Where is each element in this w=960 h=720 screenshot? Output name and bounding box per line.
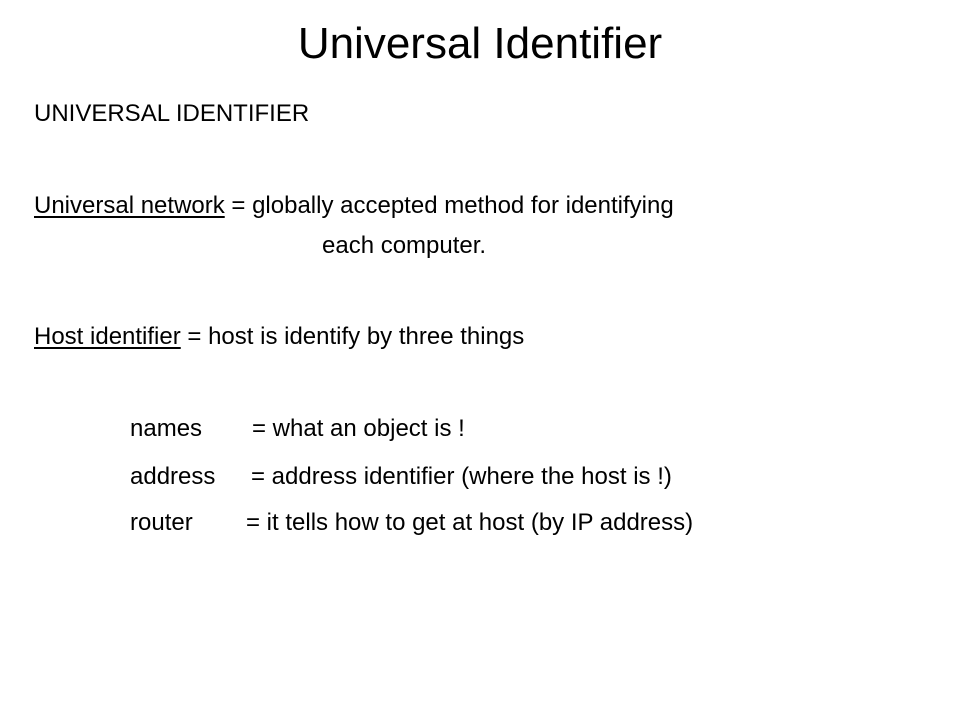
definition-term: Host identifier (34, 323, 181, 350)
slide-title: Universal Identifier (297, 19, 663, 68)
item-term: names (130, 415, 203, 442)
definition-text: = host is identify by three things (180, 323, 525, 350)
item-term: address (130, 463, 216, 490)
item-text: = address identifier (where the host is … (251, 463, 672, 490)
list-item-address: address = address identifier (where the h… (130, 462, 672, 492)
definition-term: Universal network (34, 192, 225, 219)
definition-host-identifier: Host identifier = host is identify by th… (34, 322, 524, 352)
definition-universal-network: Universal network = globally accepted me… (34, 191, 674, 221)
item-text: = what an object is ! (252, 415, 465, 442)
item-text: = it tells how to get at host (by IP add… (246, 509, 694, 536)
list-item-names: names = what an object is ! (130, 414, 465, 444)
item-term: router (130, 509, 193, 536)
definition-continuation: each computer. (322, 232, 487, 259)
definition-text: = globally accepted method for identifyi… (224, 192, 674, 219)
section-heading: UNIVERSAL IDENTIFIER (34, 100, 310, 127)
list-item-router: router = it tells how to get at host (by … (130, 508, 693, 538)
